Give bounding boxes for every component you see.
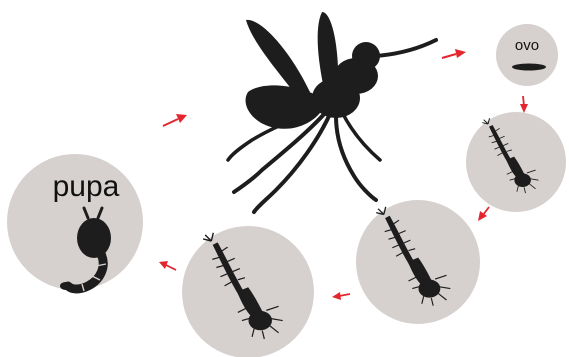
arrow-adult-to-egg-icon <box>442 49 466 58</box>
egg-label: ovo <box>515 37 539 54</box>
arrow-larva3-to-pupa-icon <box>159 261 176 270</box>
larva-stage-3 <box>182 226 314 357</box>
egg-stage: ovo <box>496 24 558 86</box>
pupa-label: pupa <box>53 170 120 203</box>
pupa-stage: pupa <box>7 154 143 291</box>
arrow-pupa-to-adult-icon <box>163 114 187 126</box>
larva-stage-2 <box>356 200 480 324</box>
arrow-larva1-to-larva2-icon <box>478 207 489 221</box>
egg-icon <box>512 64 546 71</box>
arrow-egg-to-larva1-icon <box>520 96 528 113</box>
larva-stage-1 <box>466 112 566 212</box>
arrow-larva2-to-larva3-icon <box>332 292 350 300</box>
adult-mosquito-icon <box>228 12 436 212</box>
